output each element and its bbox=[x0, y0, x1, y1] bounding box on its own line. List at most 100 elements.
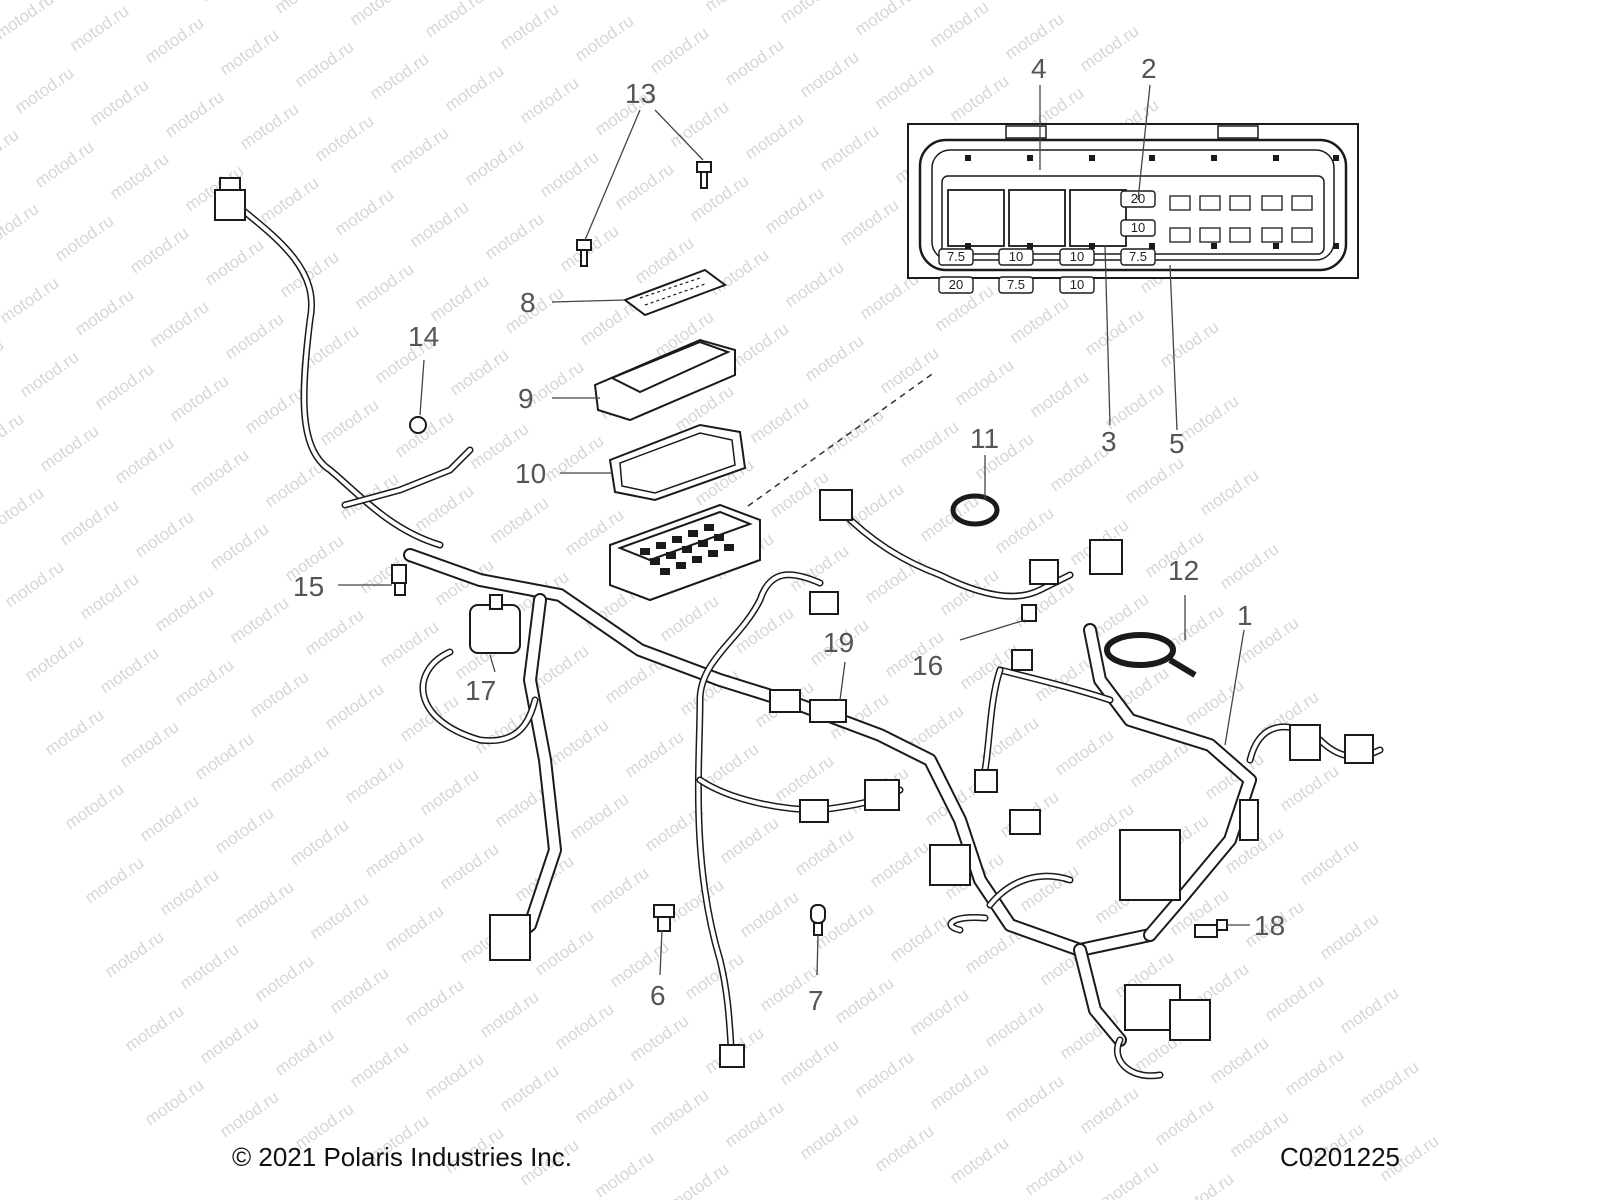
watermark-text: motod.ru bbox=[646, 23, 712, 77]
watermark-text: motod.ru bbox=[531, 925, 597, 979]
watermark-text: motod.ru bbox=[56, 495, 122, 549]
watermark-text: motod.ru bbox=[716, 813, 782, 867]
tab-mark bbox=[1211, 155, 1217, 161]
watermark-text: motod.ru bbox=[866, 837, 932, 891]
watermark-text: motod.ru bbox=[626, 1011, 692, 1065]
watermark-text: motod.ru bbox=[496, 1061, 562, 1115]
empty-fuse-slot bbox=[1229, 227, 1251, 243]
watermark-text: motod.ru bbox=[781, 257, 847, 311]
watermark-text: motod.ru bbox=[886, 911, 952, 965]
watermark-text: motod.ru bbox=[1196, 465, 1262, 519]
watermark-text: motod.ru bbox=[76, 569, 142, 623]
watermark-text: motod.ru bbox=[396, 691, 462, 745]
watermark-text: motod.ru bbox=[1076, 21, 1142, 75]
watermark-text: motod.ru bbox=[171, 655, 237, 709]
watermark-text: motod.ru bbox=[851, 1047, 917, 1101]
watermark-text: motod.ru bbox=[816, 121, 882, 175]
watermark-text: motod.ru bbox=[906, 985, 972, 1039]
callout-11: 11 bbox=[970, 423, 999, 454]
watermark-text: motod.ru bbox=[761, 183, 827, 237]
watermark-text: motod.ru bbox=[121, 1001, 187, 1055]
fuse-box-slot bbox=[724, 544, 734, 551]
watermark-text: motod.ru bbox=[851, 0, 917, 39]
watermark-text: motod.ru bbox=[126, 223, 192, 277]
watermark-text: motod.ru bbox=[211, 803, 277, 857]
callout-19: 19 bbox=[823, 627, 854, 658]
watermark-text: motod.ru bbox=[66, 1, 132, 55]
watermark-text: motod.ru bbox=[291, 37, 357, 91]
callout-4: 4 bbox=[1031, 53, 1047, 84]
parts bbox=[214, 161, 1374, 1068]
watermark-text: motod.ru bbox=[666, 97, 732, 151]
watermark-text: motod.ru bbox=[1156, 317, 1222, 371]
mini-fuse-grid bbox=[1169, 195, 1313, 243]
watermark-text: motod.ru bbox=[621, 727, 687, 781]
empty-fuse-slot bbox=[1291, 227, 1313, 243]
relay-component bbox=[469, 594, 521, 654]
tab-mark bbox=[1149, 155, 1155, 161]
watermark-text: motod.ru bbox=[331, 185, 397, 239]
watermark-text: motod.ru bbox=[106, 149, 172, 203]
watermark-text: motod.ru bbox=[411, 481, 477, 535]
cable-strap bbox=[950, 493, 1000, 527]
watermark-text: motod.ru bbox=[861, 553, 927, 607]
watermark-text: motod.ru bbox=[141, 1075, 207, 1129]
watermark-text: motod.ru bbox=[176, 939, 242, 993]
watermark-text: motod.ru bbox=[1336, 983, 1402, 1037]
watermark-text: motod.ru bbox=[206, 519, 272, 573]
watermark-text: motod.ru bbox=[471, 703, 537, 757]
watermark-text: motod.ru bbox=[0, 199, 42, 253]
watermark-text: motod.ru bbox=[36, 421, 102, 475]
watermark-text: motod.ru bbox=[271, 0, 337, 17]
callout-18: 18 bbox=[1254, 910, 1285, 941]
tab-mark bbox=[1211, 243, 1217, 249]
watermark-text: motod.ru bbox=[196, 0, 262, 5]
watermark-text: motod.ru bbox=[1281, 1045, 1347, 1099]
watermark-text: motod.ru bbox=[186, 445, 252, 499]
watermark-text: motod.ru bbox=[161, 87, 227, 141]
watermark-text: motod.ru bbox=[871, 59, 937, 113]
watermark-text: motod.ru bbox=[101, 927, 167, 981]
fuse-rating: 10 bbox=[1070, 277, 1084, 292]
watermark-text: motod.ru bbox=[346, 0, 412, 29]
callout-labels: 13 8 9 10 14 15 17 4 2 3 5 11 12 1 16 19… bbox=[293, 53, 1285, 1016]
watermark-text: motod.ru bbox=[776, 1035, 842, 1089]
watermark-text: motod.ru bbox=[1356, 1057, 1422, 1111]
watermark-text: motod.ru bbox=[136, 791, 202, 845]
watermark-text: motod.ru bbox=[131, 507, 197, 561]
relay-3 bbox=[1069, 189, 1127, 247]
watermark-text: motod.ru bbox=[266, 741, 332, 795]
fuse-box-slot bbox=[640, 548, 650, 555]
watermark-text: motod.ru bbox=[831, 973, 897, 1027]
watermark-text: motod.ru bbox=[436, 839, 502, 893]
watermark-text: motod.ru bbox=[916, 491, 982, 545]
watermark-text: motod.ru bbox=[591, 1147, 657, 1200]
watermark-text: motod.ru bbox=[246, 667, 312, 721]
watermark-text: motod.ru bbox=[0, 335, 7, 389]
watermark-text: motod.ru bbox=[1206, 1033, 1272, 1087]
watermark-text: motod.ru bbox=[221, 309, 287, 363]
watermark-text: motod.ru bbox=[991, 503, 1057, 557]
watermark-text: motod.ru bbox=[681, 949, 747, 1003]
watermark-text: motod.ru bbox=[236, 99, 302, 153]
connector-16 bbox=[1021, 604, 1037, 622]
watermark-text: motod.ru bbox=[386, 123, 452, 177]
fuse-rating: 10 bbox=[1009, 249, 1023, 264]
sensor-6 bbox=[653, 904, 675, 932]
watermark-text: motod.ru bbox=[351, 259, 417, 313]
watermark-text: motod.ru bbox=[116, 717, 182, 771]
watermark-text: motod.ru bbox=[666, 1159, 732, 1200]
watermark-text: motod.ru bbox=[1051, 725, 1117, 779]
fuse-rating: 7.5 bbox=[1129, 249, 1147, 264]
tab-mark bbox=[1027, 243, 1033, 249]
watermark-text: motod.ru bbox=[646, 1085, 712, 1139]
inset-tab-marks bbox=[965, 155, 1339, 249]
main-harness bbox=[403, 548, 1257, 1047]
watermark-text: motod.ru bbox=[321, 679, 387, 733]
fuse-box-slot bbox=[698, 540, 708, 547]
watermark-text: motod.ru bbox=[461, 135, 527, 189]
watermark-text: motod.ru bbox=[771, 751, 837, 805]
empty-fuse-slot bbox=[1229, 195, 1251, 211]
callout-6: 6 bbox=[650, 980, 666, 1011]
